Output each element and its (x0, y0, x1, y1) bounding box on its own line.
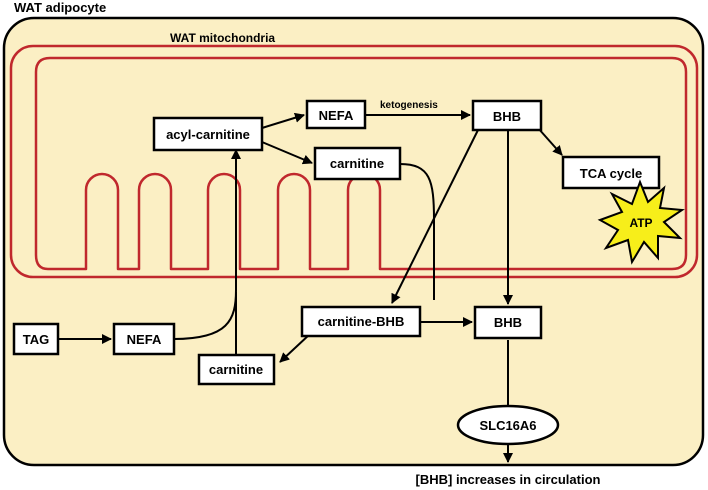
node-label: carnitine-BHB (318, 314, 405, 329)
pathway-arrows (58, 110, 563, 463)
adipocyte-cell (2, 16, 705, 467)
ketogenesis-label: ketogenesis (380, 100, 438, 111)
node-nefa-mito: NEFA (305, 99, 367, 130)
transporter-slc16a6: SLC16A6 (456, 404, 560, 446)
node-label: acyl-carnitine (166, 127, 250, 142)
node-acyl-carnitine: acyl-carnitine (152, 116, 264, 152)
node-label: ATP (629, 216, 652, 230)
node-nefa-cyto: NEFA (112, 322, 176, 356)
node-label: TAG (23, 332, 49, 347)
output-label: [BHB] increases in circulation (416, 472, 601, 487)
mitochondria-inner-membrane (34, 56, 688, 271)
atp-burst-icon (597, 179, 685, 265)
arrow-bhb-to-tca (537, 127, 563, 156)
node-bhb-mito: BHB (471, 99, 543, 132)
node-label: SLC16A6 (479, 418, 536, 433)
arrow-acyl-to-carnitine (261, 141, 313, 165)
node-label: NEFA (319, 108, 354, 123)
mitochondria-outer-membrane (9, 44, 699, 279)
node-label: BHB (494, 315, 522, 330)
node-label: carnitine (330, 156, 384, 171)
node-label: carnitine (209, 362, 263, 377)
cell-label: WAT adipocyte (14, 0, 106, 15)
node-carnitine-bhb: carnitine-BHB (300, 305, 422, 338)
node-atp: ATP (597, 179, 685, 265)
arrow-carnitine-bhb-to-carnitine (279, 333, 311, 363)
node-carnitine-cyto: carnitine (197, 353, 276, 386)
node-tag: TAG (12, 322, 60, 356)
arrow-carnitine-recycle (399, 163, 435, 300)
arrow-acyl-to-nefa (261, 112, 305, 129)
node-tca-cycle: TCA cycle (561, 155, 661, 190)
node-bhb-cyto: BHB (473, 305, 543, 340)
node-label: BHB (493, 109, 521, 124)
node-label: TCA cycle (580, 166, 642, 181)
mitochondria-label: WAT mitochondria (170, 31, 275, 45)
node-label: NEFA (127, 332, 162, 347)
arrow-bhb-to-carnitine-bhb (391, 129, 479, 304)
node-carnitine-mito: carnitine (313, 146, 402, 181)
